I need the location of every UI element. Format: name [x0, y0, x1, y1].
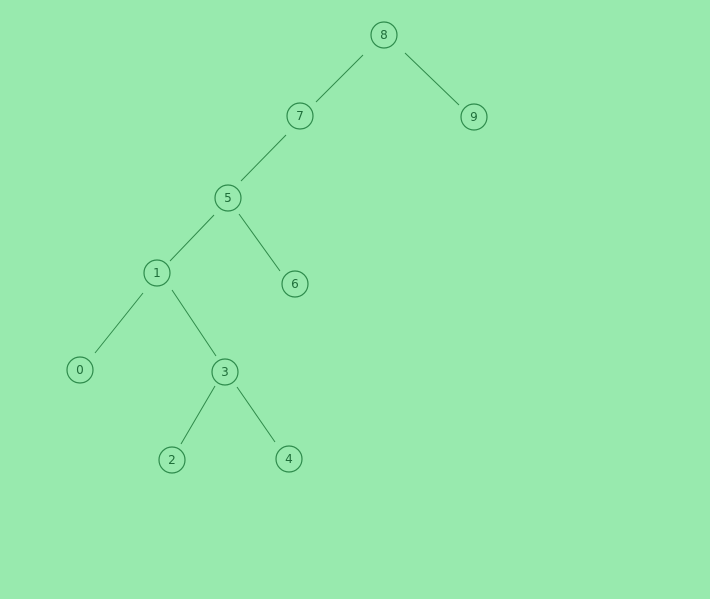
edge-7-5 — [240, 134, 287, 182]
edge-3-2 — [180, 385, 216, 445]
node-5: 5 — [214, 184, 242, 212]
node-label-8: 8 — [380, 28, 388, 42]
node-label-0: 0 — [76, 363, 84, 377]
node-label-5: 5 — [224, 191, 232, 205]
node-label-2: 2 — [168, 453, 176, 467]
node-9: 9 — [460, 103, 488, 131]
edge-1-3 — [171, 289, 217, 357]
node-3: 3 — [211, 358, 239, 386]
node-label-7: 7 — [296, 109, 304, 123]
edge-8-9 — [404, 52, 460, 106]
node-label-6: 6 — [291, 277, 299, 291]
node-4: 4 — [275, 445, 303, 473]
edges-group — [94, 52, 460, 445]
edge-3-4 — [236, 386, 276, 443]
node-label-4: 4 — [285, 452, 293, 466]
node-2: 2 — [158, 446, 186, 474]
edge-5-6 — [238, 213, 281, 272]
edge-1-0 — [94, 292, 144, 354]
node-label-3: 3 — [221, 365, 229, 379]
node-6: 6 — [281, 270, 309, 298]
node-8: 8 — [370, 21, 398, 49]
node-label-1: 1 — [153, 266, 161, 280]
node-7: 7 — [286, 102, 314, 130]
node-label-9: 9 — [470, 110, 478, 124]
edge-8-7 — [315, 54, 364, 103]
node-1: 1 — [143, 259, 171, 287]
edge-5-1 — [169, 214, 215, 262]
node-0: 0 — [66, 356, 94, 384]
